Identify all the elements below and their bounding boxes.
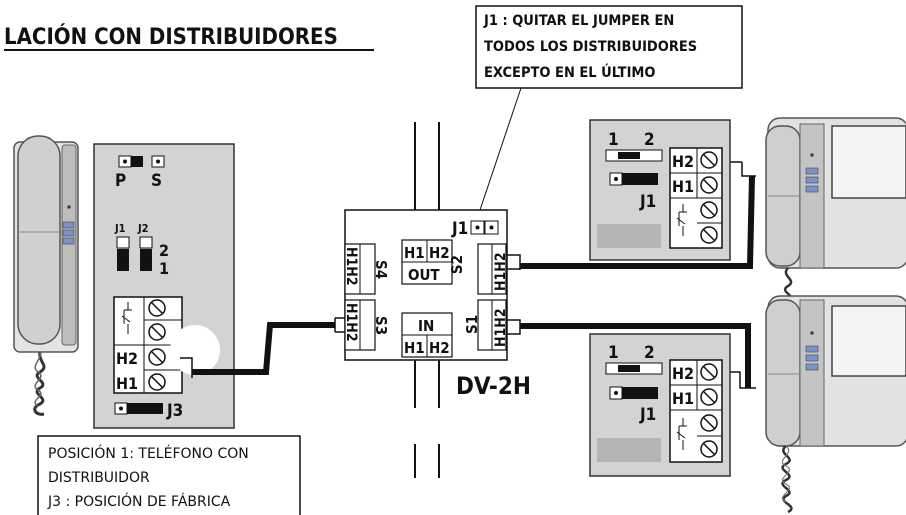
monitor-panel-upper: 1 2 J1 H2 H1 — [589, 119, 731, 261]
note-line-1: POSICIÓN 1: TELÉFONO CON — [48, 444, 249, 462]
upper-label-2: 2 — [644, 130, 655, 150]
label-p: P — [115, 171, 126, 191]
lower-h1: H1 — [672, 389, 694, 408]
label-s: S — [151, 171, 162, 191]
label-pos-1: 1 — [159, 259, 169, 278]
dist-label-j1: J1 — [451, 219, 468, 239]
note-line-3: J3 : POSICIÓN DE FÁBRICA — [47, 492, 231, 510]
callout-line-1: J1 : QUITAR EL JUMPER EN — [483, 13, 674, 29]
callout-line-3: EXCEPTO EN EL ÚLTIMO — [484, 63, 656, 81]
label-h1: H1 — [116, 374, 138, 393]
label-j3: J3 — [166, 401, 183, 421]
lower-h2: H2 — [672, 364, 694, 383]
handset-phone — [13, 135, 79, 416]
upper-label-j1: J1 — [639, 192, 656, 212]
j1-callout: J1 : QUITAR EL JUMPER EN TODOS LOS DISTR… — [475, 5, 743, 211]
s3-h1h2: H1H2 — [343, 303, 359, 342]
in-h1: H1 — [404, 339, 425, 357]
out-h2: H2 — [429, 244, 450, 262]
label-pos-2: 2 — [159, 241, 169, 260]
phone-panel: P S J1 J2 2 1 H2 H1 J3 — [93, 143, 235, 429]
wires — [180, 122, 756, 478]
in-label: IN — [418, 317, 434, 335]
upper-h2: H2 — [672, 152, 694, 171]
page-title: LACIÓN CON DISTRIBUIDORES — [4, 24, 338, 50]
lower-label-1: 1 — [608, 343, 619, 363]
s2-h1h2: H1H2 — [493, 252, 509, 291]
monitor-panel-lower: 1 2 J1 H2 H1 — [589, 333, 731, 477]
s4-h1h2: H1H2 — [343, 247, 359, 286]
distributor-dv2h: J1 H1 H2 OUT IN H1 H2 H1H2 S4 H1H2 S3 S2… — [343, 209, 531, 400]
label-h2: H2 — [116, 349, 138, 368]
callout-line-2: TODOS LOS DISTRIBUIDORES — [484, 39, 697, 55]
out-label: OUT — [408, 266, 440, 284]
video-monitor-lower — [765, 295, 906, 514]
s1-label: S1 — [463, 315, 481, 334]
s1-h1h2: H1H2 — [493, 308, 509, 347]
label-j2: J2 — [137, 222, 149, 235]
s4-label: S4 — [372, 260, 390, 279]
note-box: POSICIÓN 1: TELÉFONO CON DISTRIBUIDOR J3… — [37, 435, 301, 515]
lower-label-2: 2 — [644, 343, 655, 363]
note-line-2: DISTRIBUIDOR — [48, 470, 150, 486]
video-monitor-upper — [765, 117, 906, 302]
upper-h1: H1 — [672, 177, 694, 196]
upper-label-1: 1 — [608, 130, 619, 150]
in-h2: H2 — [429, 339, 450, 357]
label-j1: J1 — [114, 222, 126, 235]
lower-label-j1: J1 — [639, 405, 656, 425]
s2-label: S2 — [448, 255, 466, 274]
s3-label: S3 — [372, 316, 390, 335]
out-h1: H1 — [404, 244, 425, 262]
distributor-name: DV-2H — [456, 372, 531, 400]
